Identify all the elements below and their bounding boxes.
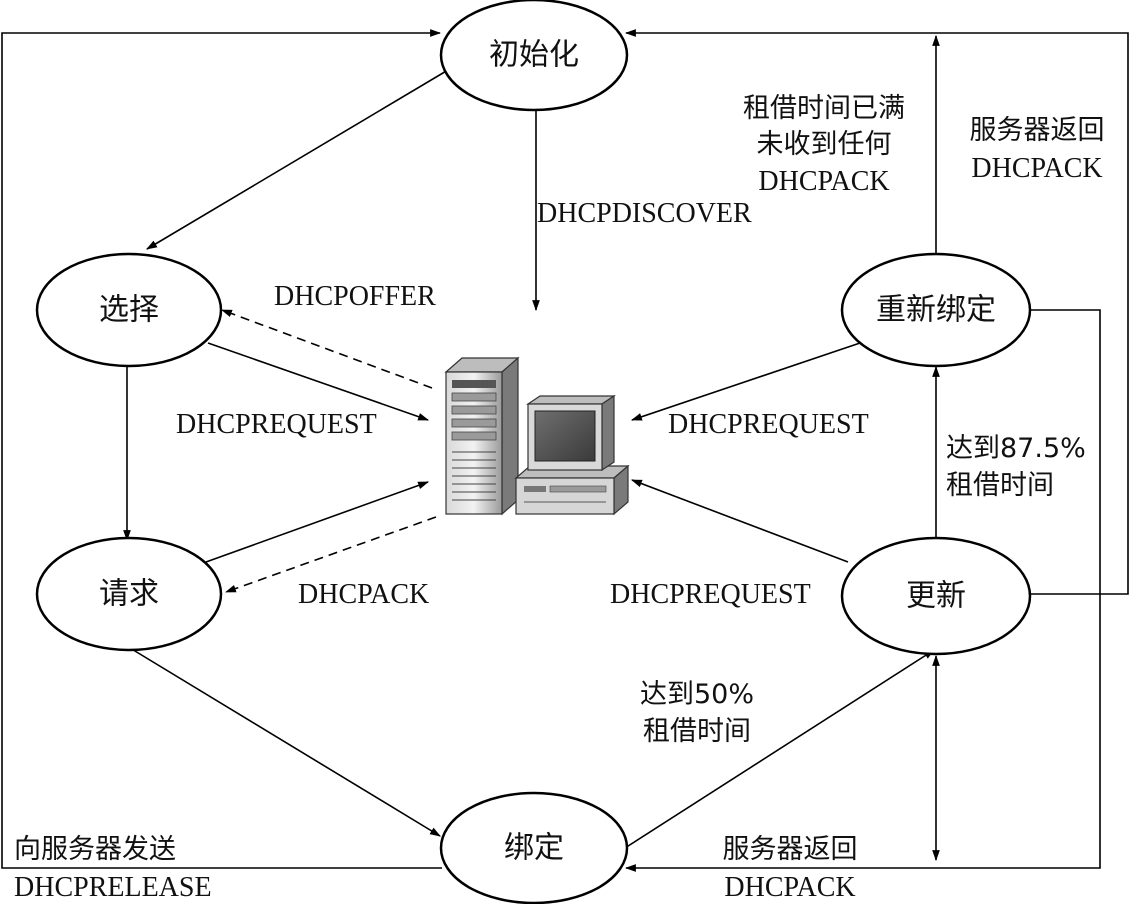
label-lease-expired: 租借时间已满 未收到任何 DHCPACK <box>743 93 905 197</box>
svg-text:未收到任何: 未收到任何 <box>757 129 892 160</box>
server-tower-icon <box>444 356 520 516</box>
edge-rebind-to-bound-loop <box>624 309 1101 872</box>
label-reach-875: 达到87.5% 租借时间 <box>946 433 1086 501</box>
label-release: 向服务器发送 DHCPRELEASE <box>14 834 212 903</box>
edge-offer <box>220 309 433 389</box>
label-request-right-top: DHCPREQUEST <box>668 409 869 440</box>
label-request-right-bottom: DHCPREQUEST <box>610 579 811 610</box>
svg-text:服务器返回: 服务器返回 <box>723 834 858 865</box>
node-rebind-label: 重新绑定 <box>876 293 996 328</box>
node-select-label: 选择 <box>99 293 159 328</box>
edge-request-to-server <box>205 481 430 563</box>
svg-text:达到50%: 达到50% <box>640 679 754 710</box>
svg-text:达到87.5%: 达到87.5% <box>946 433 1086 464</box>
label-reach-50: 达到50% 租借时间 <box>640 679 754 747</box>
edge-renew-to-init-loop <box>624 29 1129 595</box>
edge-bound-to-renew <box>624 649 935 849</box>
edge-release-loop <box>1 29 442 869</box>
edge-rebind-request <box>630 342 861 421</box>
node-rebind: 重新绑定 <box>840 252 1032 368</box>
svg-text:DHCPRELEASE: DHCPRELEASE <box>14 872 212 903</box>
edge-ack <box>224 516 437 593</box>
label-server-ack-top: 服务器返回 DHCPACK <box>970 115 1105 184</box>
node-request-label: 请求 <box>99 577 159 612</box>
edge-init-to-select <box>146 69 449 250</box>
node-request: 请求 <box>35 536 223 652</box>
node-bound-label: 绑定 <box>504 831 564 866</box>
label-server-ack-bottom: 服务器返回 DHCPACK <box>723 834 858 903</box>
label-offer: DHCPOFFER <box>274 281 436 312</box>
node-init: 初始化 <box>439 0 629 112</box>
label-request-left: DHCPREQUEST <box>176 409 377 440</box>
node-renew: 更新 <box>840 536 1032 656</box>
label-discover: DHCPDISCOVER <box>537 198 752 229</box>
edge-request-to-bound <box>129 647 441 837</box>
svg-text:租借时间已满: 租借时间已满 <box>743 93 905 124</box>
svg-text:DHCPACK: DHCPACK <box>971 153 1102 184</box>
edge-request-from-select <box>207 342 430 421</box>
svg-text:服务器返回: 服务器返回 <box>970 115 1105 146</box>
node-renew-label: 更新 <box>906 579 966 614</box>
node-bound: 绑定 <box>439 791 629 904</box>
svg-text:向服务器发送: 向服务器发送 <box>14 834 176 865</box>
svg-text:租借时间: 租借时间 <box>643 716 751 747</box>
label-ack-left: DHCPACK <box>298 579 429 610</box>
edge-renew-request <box>630 479 849 563</box>
svg-text:DHCPACK: DHCPACK <box>724 872 855 903</box>
svg-text:租借时间: 租借时间 <box>946 470 1054 501</box>
node-init-label: 初始化 <box>489 38 579 73</box>
svg-text:DHCPACK: DHCPACK <box>758 166 889 197</box>
desktop-computer-icon <box>514 394 630 516</box>
node-select: 选择 <box>35 252 223 368</box>
